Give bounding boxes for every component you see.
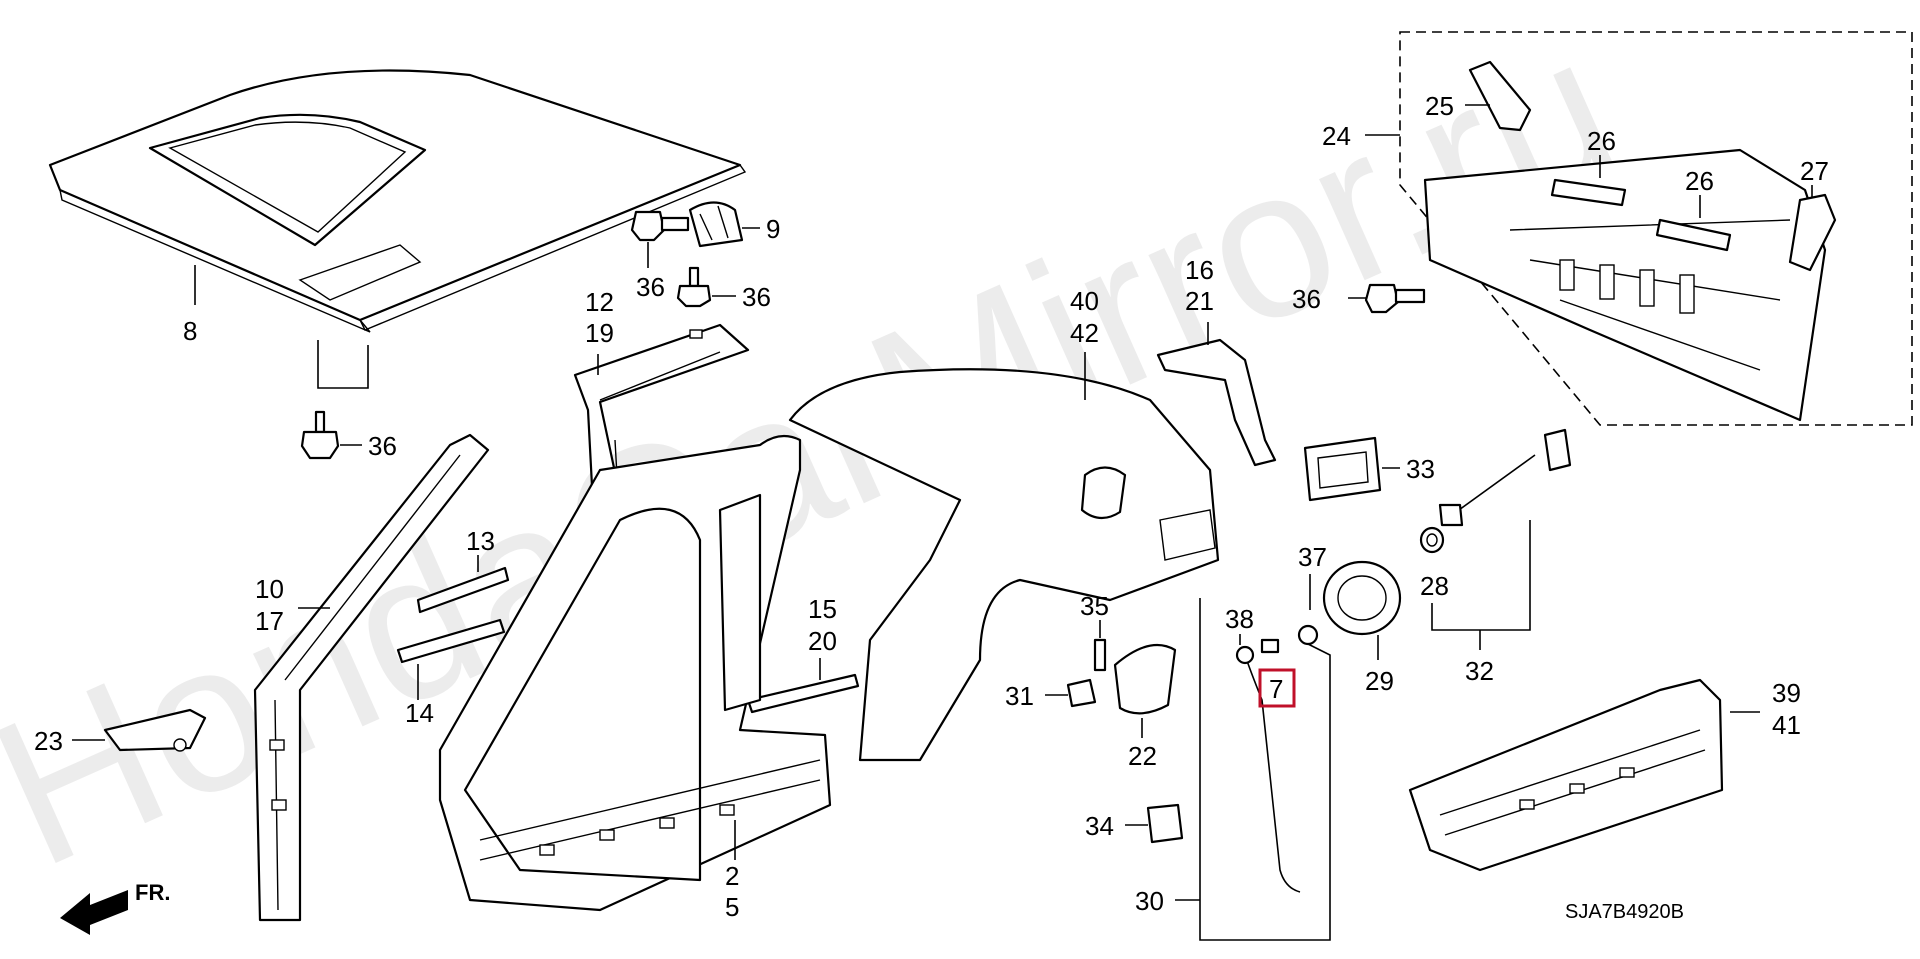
- pillar-a[interactable]: [253, 433, 490, 922]
- callout-16: 16: [1185, 255, 1214, 285]
- callout-40: 40: [1070, 286, 1099, 316]
- leader-28-32: [1431, 520, 1531, 631]
- bolt-36-right[interactable]: [1364, 283, 1426, 314]
- callout-5: 5: [725, 892, 739, 922]
- callout-33: 33: [1406, 454, 1435, 484]
- callout-24: 24: [1322, 121, 1351, 151]
- callout-25: 25: [1425, 91, 1454, 121]
- fuel-housing-29[interactable]: [1297, 560, 1402, 646]
- callout-38: 38: [1225, 604, 1254, 634]
- callout-8: 8: [183, 316, 197, 346]
- callout-28: 28: [1420, 571, 1449, 601]
- callout-26a: 26: [1587, 126, 1616, 156]
- reinforcement-14[interactable]: [396, 618, 506, 664]
- callout-20: 20: [808, 626, 837, 656]
- bracket-16[interactable]: [1156, 338, 1277, 467]
- callout-17: 17: [255, 606, 284, 636]
- diagram-code: SJA7B4920B: [1565, 901, 1684, 923]
- cable-assembly-32[interactable]: [1438, 428, 1572, 527]
- callout-21: 21: [1185, 286, 1214, 316]
- callout-2: 2: [725, 861, 739, 891]
- rear-panel[interactable]: [1423, 148, 1827, 422]
- callout-13: 13: [466, 526, 495, 556]
- pocket-33[interactable]: [1303, 436, 1382, 502]
- drain-tube[interactable]: [1235, 638, 1301, 893]
- callout-36-roof: 36: [368, 431, 397, 461]
- callout-9: 9: [766, 214, 780, 244]
- callout-12: 12: [585, 287, 614, 317]
- callout-27: 27: [1800, 156, 1829, 186]
- bracket-27[interactable]: [1788, 193, 1837, 272]
- leader-roof-36: [317, 340, 369, 389]
- reinforcement-13[interactable]: [416, 566, 510, 614]
- front-label: FR.: [135, 880, 170, 905]
- rear-panel-frame: [1399, 31, 1913, 426]
- outer-side-panel[interactable]: [438, 434, 832, 912]
- bracket-9[interactable]: [688, 201, 744, 248]
- callout-36-right: 36: [1292, 284, 1321, 314]
- callout-36-upper: 36: [636, 272, 665, 302]
- bolt-36-roof[interactable]: [300, 410, 340, 460]
- callout-19: 19: [585, 318, 614, 348]
- reinforcement-15[interactable]: [746, 673, 860, 714]
- callout-34: 34: [1085, 811, 1114, 841]
- callout-26b: 26: [1685, 166, 1714, 196]
- callout-15: 15: [808, 594, 837, 624]
- callout-14: 14: [405, 698, 434, 728]
- grommet-28[interactable]: [1419, 526, 1445, 554]
- callout-29: 29: [1365, 666, 1394, 696]
- callout-31: 31: [1005, 681, 1034, 711]
- callout-36-mid: 36: [742, 282, 771, 312]
- clip-31[interactable]: [1066, 678, 1097, 708]
- bracket-23[interactable]: [103, 708, 207, 752]
- callout-35-middle: 35: [1080, 591, 1109, 621]
- callout-41: 41: [1772, 710, 1801, 740]
- bolt-36-upper[interactable]: [630, 210, 690, 242]
- callout-22: 22: [1128, 741, 1157, 771]
- rear-quarter-panel[interactable]: [788, 368, 1220, 762]
- fuel-lid-22[interactable]: [1113, 643, 1177, 715]
- clip-34[interactable]: [1146, 803, 1184, 844]
- callout-10: 10: [255, 574, 284, 604]
- bolt-35-middle[interactable]: [1093, 638, 1107, 672]
- bracket-30-box: [1199, 598, 1331, 941]
- callout-7: 7: [1269, 674, 1283, 704]
- reinforcement-26a[interactable]: [1550, 178, 1627, 207]
- callout-37: 37: [1298, 542, 1327, 572]
- callout-7-highlight: [1258, 668, 1296, 708]
- bracket-25[interactable]: [1468, 60, 1532, 132]
- callout-32: 32: [1465, 656, 1494, 686]
- callout-39: 39: [1772, 678, 1801, 708]
- reinforcement-26b[interactable]: [1655, 218, 1732, 252]
- front-direction-arrow: FR.: [60, 880, 170, 935]
- callout-42: 42: [1070, 318, 1099, 348]
- callout-23: 23: [34, 726, 63, 756]
- roof-panel[interactable]: [48, 69, 747, 333]
- callout-30: 30: [1135, 886, 1164, 916]
- bolt-36-mid[interactable]: [676, 266, 712, 308]
- side-sill-39[interactable]: [1408, 678, 1724, 872]
